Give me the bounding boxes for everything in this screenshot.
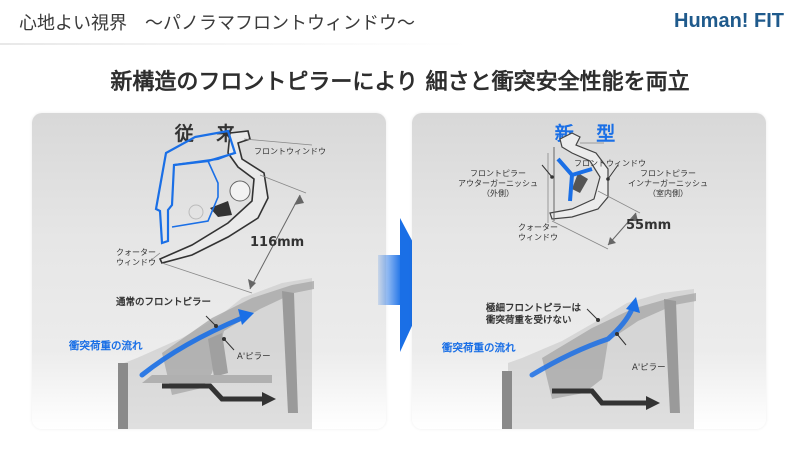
slim-pillar-callout: 極細フロントピラーは 衝突荷重を受けない [486,303,582,326]
conventional-panel: 従 来 フロントウィンドウ クォーター ウィンドウ 116mm [32,113,386,429]
crash-load-flow-label: 衝突荷重の流れ [69,340,143,352]
page-section-title: 心地よい視界 ～パノラマフロントウィンドウ～ [19,13,415,34]
new-panel: 新 型 フロントウィンドウ フロントピラー アウターガーニッシュ （外側） フロ… [412,113,766,429]
front-window-label: フロントウィンドウ [574,159,646,168]
quarter-window-label: クォーター ウィンドウ [116,248,156,267]
header-divider [0,43,470,45]
normal-front-pillar-callout: 通常のフロントピラー [116,297,212,308]
outer-garnish-label: フロントピラー アウターガーニッシュ （外側） [458,169,538,198]
inner-garnish-label: フロントピラー インナーガーニッシュ （室内側） [628,169,708,198]
conventional-dimension: 116mm [250,235,305,250]
crash-load-flow-label: 衝突荷重の流れ [442,342,516,354]
conventional-body-structure-image [118,278,314,429]
conventional-cross-section-diagram [149,129,313,294]
new-dimension: 55mm [626,218,672,233]
new-body-structure-image [502,289,696,429]
brand-logo: Human! FIT [674,10,784,32]
a-pillar-label: A'ピラー [632,363,666,373]
quarter-window-label: クォーター ウィンドウ [518,223,558,242]
a-pillar-label: A'ピラー [237,352,271,362]
new-cross-section-diagram [541,132,641,250]
headline: 新構造のフロントピラーにより 細さと衝突安全性能を両立 [110,70,690,95]
front-window-label: フロントウィンドウ [254,147,326,156]
